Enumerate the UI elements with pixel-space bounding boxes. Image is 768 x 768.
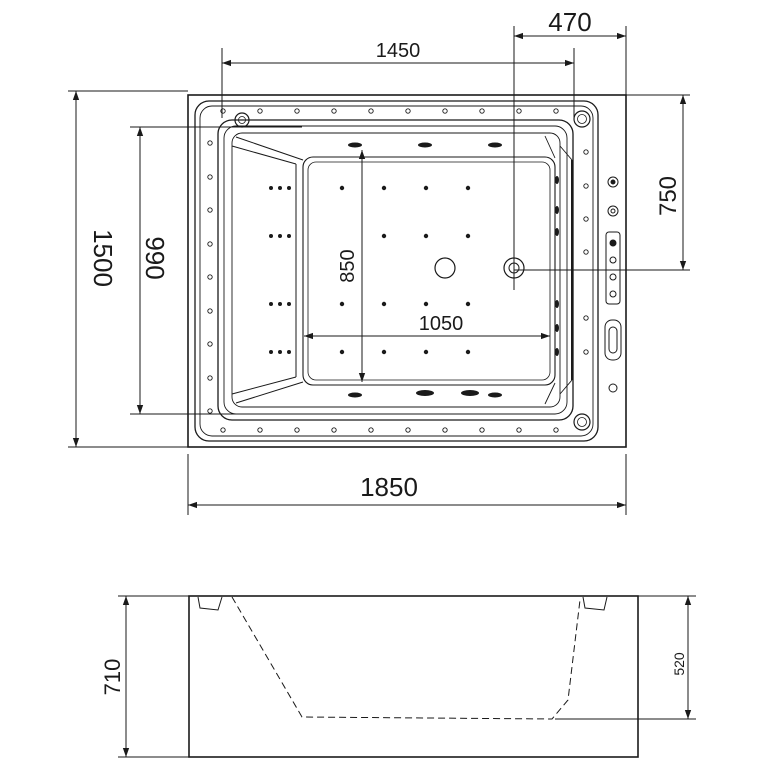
- headrest-right: [582, 596, 608, 611]
- tub-side-body: [188, 595, 639, 758]
- dim-1050-label: 1050: [419, 313, 464, 335]
- dim-1500-label: 1500: [88, 229, 118, 287]
- dim-470-label: 470: [548, 7, 591, 37]
- corner-fitting-top-right: [573, 110, 591, 128]
- corner-fitting-bottom-right: [573, 413, 591, 431]
- control-knob-middle: [607, 205, 619, 217]
- floor-jets: [339, 185, 471, 355]
- center-drain: [434, 257, 456, 279]
- side-view: [118, 595, 696, 758]
- overflow-fitting: [608, 383, 618, 393]
- dim-520-label: 520: [671, 652, 687, 676]
- basin-profile-hidden: [231, 596, 581, 720]
- side-jets: [348, 142, 559, 398]
- headrest-left: [197, 596, 223, 611]
- tub-floor: [302, 156, 556, 386]
- dim-710-label: 710: [100, 659, 125, 696]
- dim-1450-label: 1450: [376, 40, 421, 62]
- tub-seat-edge: [231, 132, 561, 408]
- control-panel: [604, 176, 622, 393]
- backrest-jets: [269, 186, 291, 354]
- top-view: [187, 94, 627, 448]
- tub-outer-rim: [187, 94, 627, 448]
- control-knob-top: [607, 176, 619, 188]
- handle-slot: [604, 319, 622, 361]
- tub-floor-inner: [307, 161, 551, 381]
- dim-750-label: 750: [655, 176, 682, 216]
- dim-990-label: 990: [140, 236, 170, 279]
- control-button-strip: [605, 231, 621, 305]
- backrest-slope: [231, 136, 304, 404]
- dim-850-label: 850: [337, 249, 359, 282]
- dim-1850-label: 1850: [360, 472, 418, 502]
- rim-jets: [207, 108, 589, 433]
- tub-deck-inner: [199, 105, 594, 437]
- dimension-lines: [68, 26, 690, 515]
- tub-deck: [194, 100, 599, 442]
